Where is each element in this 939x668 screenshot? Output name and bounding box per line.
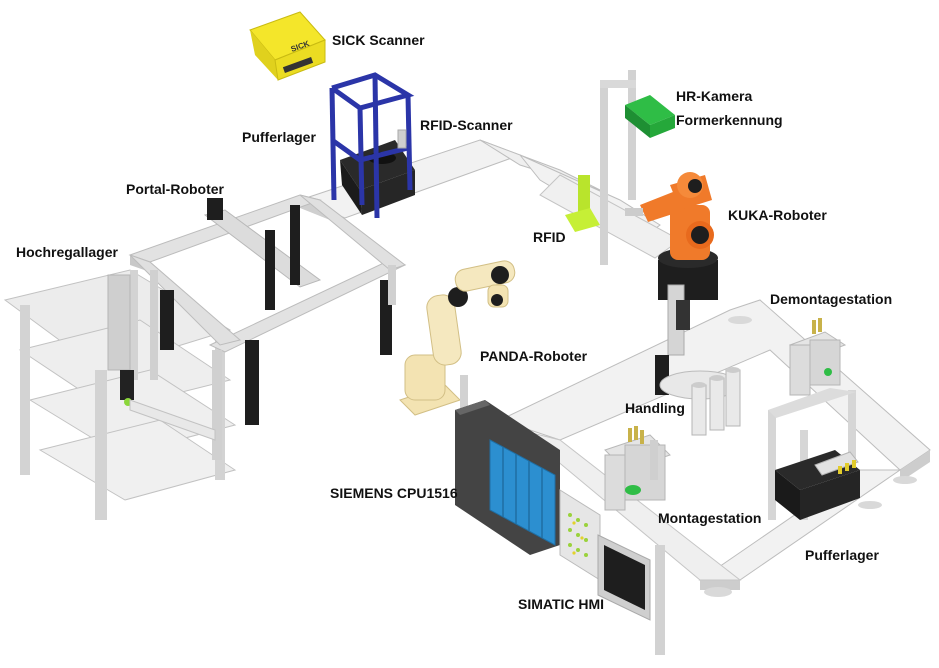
kuka-roboter [625, 172, 718, 300]
label-hr-kamera: HR-Kamera [676, 88, 752, 104]
label-siemens-cpu1516: SIEMENS CPU1516 [330, 485, 458, 501]
label-portal-roboter: Portal-Roboter [126, 181, 225, 197]
label-simatic-hmi: SIMATIC HMI [518, 596, 604, 612]
label-panda-roboter: PANDA-Roboter [480, 348, 588, 364]
label-pufferlager-top: Pufferlager [242, 129, 316, 145]
pufferlager-top [329, 72, 415, 219]
hr-kamera [600, 70, 675, 265]
label-hochregallager: Hochregallager [16, 244, 118, 260]
pufferlager-bottom [768, 388, 860, 520]
portal-roboter [128, 194, 407, 460]
montagestation [604, 426, 671, 511]
sick-scanner: SICK [249, 11, 326, 81]
label-rfid: RFID [533, 229, 566, 245]
label-demontagestation: Demontagestation [770, 291, 892, 307]
label-kuka-roboter: KUKA-Roboter [728, 207, 827, 223]
labels: SICK Scanner HR-Kamera Formerkennung Puf… [16, 32, 892, 612]
simatic-hmi [597, 534, 665, 655]
rfid-scanner [397, 129, 407, 149]
demontagestation [788, 318, 847, 396]
label-sick-scanner: SICK Scanner [332, 32, 425, 48]
siemens-cpu1516 [455, 375, 601, 581]
handling-station [655, 284, 741, 436]
label-handling: Handling [625, 400, 685, 416]
panda-roboter [399, 260, 516, 416]
label-formerkennung: Formerkennung [676, 112, 783, 128]
label-montagestation: Montagestation [658, 510, 761, 526]
rfid-reader [565, 175, 600, 232]
label-pufferlager-bottom: Pufferlager [805, 547, 879, 563]
label-rfid-scanner: RFID-Scanner [420, 117, 513, 133]
